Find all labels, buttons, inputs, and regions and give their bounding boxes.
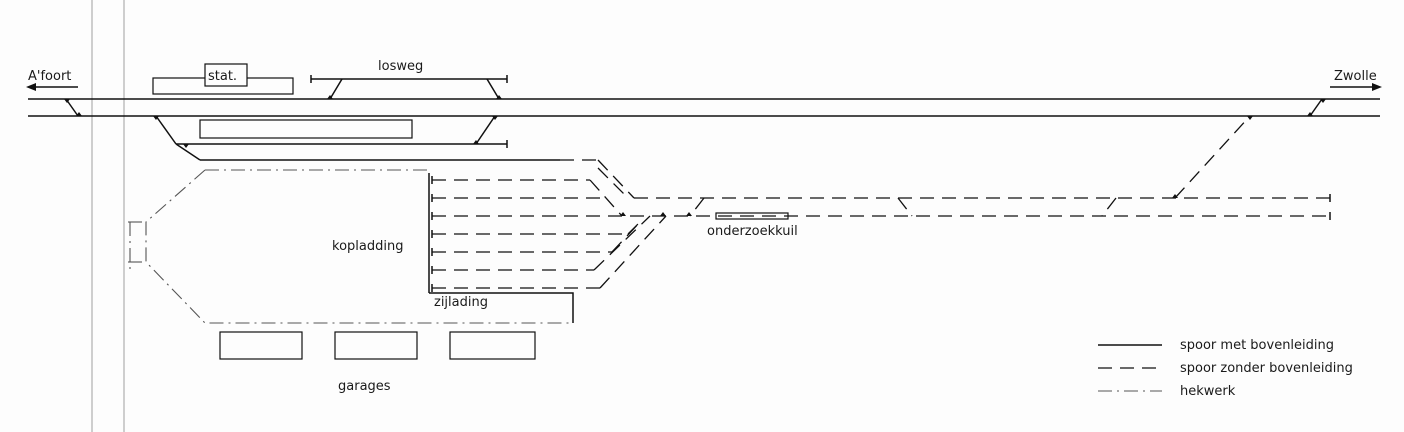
station-building bbox=[204, 63, 248, 87]
garage bbox=[449, 331, 536, 360]
garages-label: garages bbox=[338, 379, 391, 394]
unloading-road-label: losweg bbox=[378, 59, 423, 74]
crossover bbox=[897, 197, 913, 217]
side-loading-platform bbox=[429, 292, 574, 323]
yard-fan-tracks bbox=[432, 179, 667, 289]
fence bbox=[145, 169, 573, 324]
siding-connection bbox=[329, 78, 343, 100]
legend-label: hekwerk bbox=[1180, 384, 1236, 399]
inspection-pit bbox=[715, 212, 789, 220]
legend-label: spoor met bovenleiding bbox=[1180, 338, 1334, 353]
west-arrow bbox=[26, 83, 78, 91]
station-label: stat. bbox=[208, 69, 237, 84]
loop-connection-east bbox=[475, 115, 496, 145]
island-platform bbox=[199, 119, 413, 139]
east-arrow bbox=[1330, 83, 1382, 91]
legend: spoor met bovenleiding spoor zonder bove… bbox=[1098, 338, 1353, 399]
crossover-west bbox=[65, 98, 79, 117]
west-label: A'foort bbox=[28, 69, 71, 84]
legend-label: spoor zonder bovenleiding bbox=[1180, 361, 1353, 376]
side-loading-label: zijlading bbox=[434, 295, 488, 310]
east-label: Zwolle bbox=[1334, 69, 1377, 84]
garage bbox=[334, 331, 418, 360]
crossover bbox=[689, 197, 705, 217]
fence-gate bbox=[128, 221, 146, 270]
yard-lead-curve-2 bbox=[597, 167, 629, 199]
inspection-pit-label: onderzoekkuil bbox=[707, 224, 798, 239]
yard-lead bbox=[175, 143, 201, 161]
crossover-east bbox=[1309, 98, 1323, 117]
loop-connection-west bbox=[155, 115, 177, 145]
connection-to-main bbox=[1174, 115, 1251, 199]
crossover bbox=[1101, 197, 1117, 217]
head-loading-label: kopladding bbox=[332, 239, 403, 254]
yard-lead-curve bbox=[597, 159, 635, 199]
garage bbox=[219, 331, 303, 360]
siding-connection bbox=[486, 78, 500, 100]
